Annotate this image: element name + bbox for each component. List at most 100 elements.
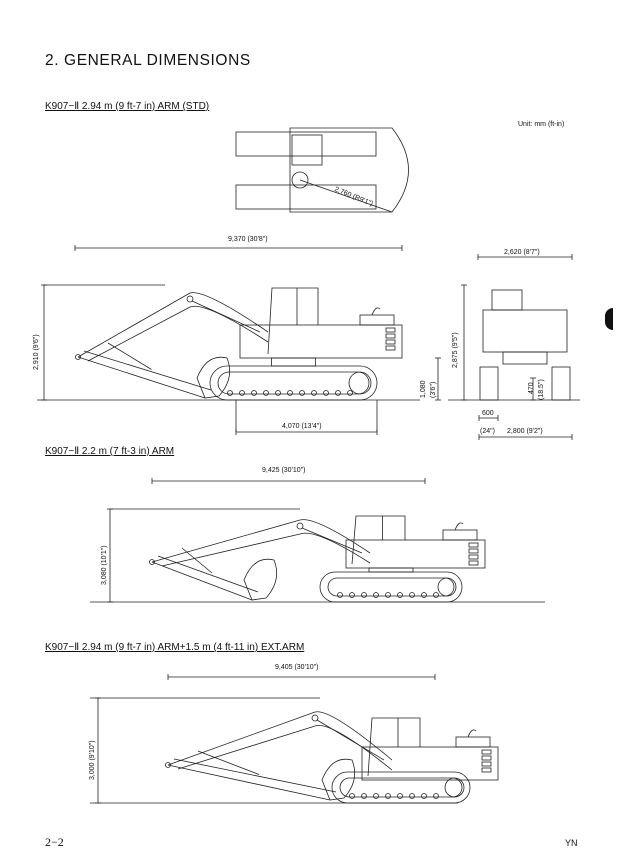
counterweight-grille — [468, 542, 479, 548]
upper-structure — [345, 539, 486, 569]
top-view-swing-center — [291, 171, 309, 189]
track-frame — [217, 371, 370, 395]
arm-pin — [165, 762, 171, 768]
swing-radius-line — [299, 179, 393, 213]
track-roller — [349, 592, 355, 598]
track-roller — [275, 390, 281, 396]
track-frame — [327, 577, 455, 597]
track-roller — [311, 390, 317, 396]
boom-lower-edge — [87, 305, 269, 362]
track-length-dimension: 4,070 (13'4") — [282, 423, 322, 430]
track-roller — [337, 592, 343, 598]
counterweight-grille — [468, 548, 479, 554]
track-roller — [421, 793, 427, 799]
front-view-left-track — [479, 366, 499, 401]
track-roller — [323, 390, 329, 396]
track-roller — [409, 793, 415, 799]
idler-wheel — [444, 777, 465, 798]
top-view-cab — [291, 134, 323, 166]
track-roller — [349, 793, 355, 799]
page-title: 2. GENERAL DIMENSIONS — [45, 52, 251, 69]
upper-structure — [361, 746, 499, 781]
operator-cab — [351, 515, 406, 565]
idler-wheel — [437, 577, 457, 597]
counterweight-grille — [481, 755, 492, 761]
track-roller — [373, 592, 379, 598]
arm — [77, 350, 212, 399]
boom — [167, 711, 393, 766]
boom-cylinder — [316, 719, 385, 761]
counterweight-grille — [385, 339, 396, 345]
page-number: 2−2 — [45, 835, 64, 849]
boom-pin — [296, 522, 304, 530]
counterweight-grille — [385, 327, 396, 333]
track-roller — [287, 390, 293, 396]
counterweight-grille — [385, 333, 396, 339]
boom-lower-edge — [177, 724, 393, 771]
bucket — [321, 758, 356, 801]
overall-length-dimension-short-arm: 9,425 (30'10") — [262, 467, 306, 474]
engine-hood — [442, 529, 478, 541]
unit-label: Unit: mm (ft-in) — [518, 121, 565, 128]
track-roller — [347, 390, 353, 396]
boom — [151, 519, 371, 563]
track-roller — [361, 793, 367, 799]
engine-hood — [455, 736, 491, 748]
track-roller — [239, 390, 245, 396]
counterweight-grille — [468, 560, 479, 566]
binding-hole-mark — [605, 308, 613, 330]
counterweight-grille — [468, 554, 479, 560]
counterweight-grille — [481, 767, 492, 773]
overall-width-dimension: 2,620 (8'7") — [504, 249, 540, 256]
track-roller — [433, 592, 439, 598]
track-gauge-width-dimension: 2,800 (9'2") — [507, 428, 543, 435]
track-roller — [409, 592, 415, 598]
track-roller — [397, 592, 403, 598]
arm-cylinder — [181, 547, 213, 574]
front-view-swing — [502, 351, 548, 365]
crawler-track — [331, 771, 471, 804]
overall-length-dimension: 9,370 (30'8") — [228, 236, 268, 243]
exhaust-pipe — [371, 307, 381, 316]
counterweight-grille — [385, 345, 396, 351]
track-roller — [397, 793, 403, 799]
swing-bearing — [271, 357, 316, 367]
track-roller — [335, 390, 341, 396]
track-roller — [263, 390, 269, 396]
track-roller — [385, 793, 391, 799]
bucket — [243, 558, 278, 601]
shoe-width-dimension: 600 — [482, 410, 494, 417]
bucket — [196, 356, 231, 399]
front-view-cab — [491, 289, 523, 311]
engine-hood — [359, 314, 395, 326]
arm — [167, 758, 337, 801]
arm — [151, 555, 259, 601]
operator-cab — [267, 287, 319, 355]
boom-pin — [311, 714, 319, 722]
track-roller — [227, 390, 233, 396]
arm-cylinder — [107, 342, 152, 370]
boom-cylinder — [191, 300, 261, 333]
top-view-upper-structure — [289, 127, 409, 213]
document-code: YN — [565, 838, 578, 848]
track-roller — [385, 592, 391, 598]
counterweight-grille — [481, 761, 492, 767]
operator-cab — [367, 717, 421, 777]
track-roller — [299, 390, 305, 396]
overall-length-dimension-ext-arm: 9,405 (30'10") — [275, 664, 319, 671]
idler-wheel — [348, 371, 372, 395]
boom — [77, 292, 269, 358]
upper-structure — [239, 324, 403, 359]
shoe-width-in: (24") — [480, 428, 495, 435]
boom-lower-edge — [161, 532, 371, 567]
boom-cylinder — [301, 527, 363, 554]
section-heading-ext-arm: K907−Ⅱ 2.94 m (9 ft-7 in) ARM+1.5 m (4 f… — [45, 642, 305, 653]
swing-bearing — [368, 567, 414, 573]
track-frame — [339, 777, 463, 798]
top-view-track-lower — [235, 184, 377, 210]
boom-pin — [186, 295, 194, 303]
section-heading-short-arm: K907−Ⅱ 2.2 m (7 ft-3 in) ARM — [45, 446, 175, 457]
front-view-right-track — [551, 366, 571, 401]
track-roller — [421, 592, 427, 598]
